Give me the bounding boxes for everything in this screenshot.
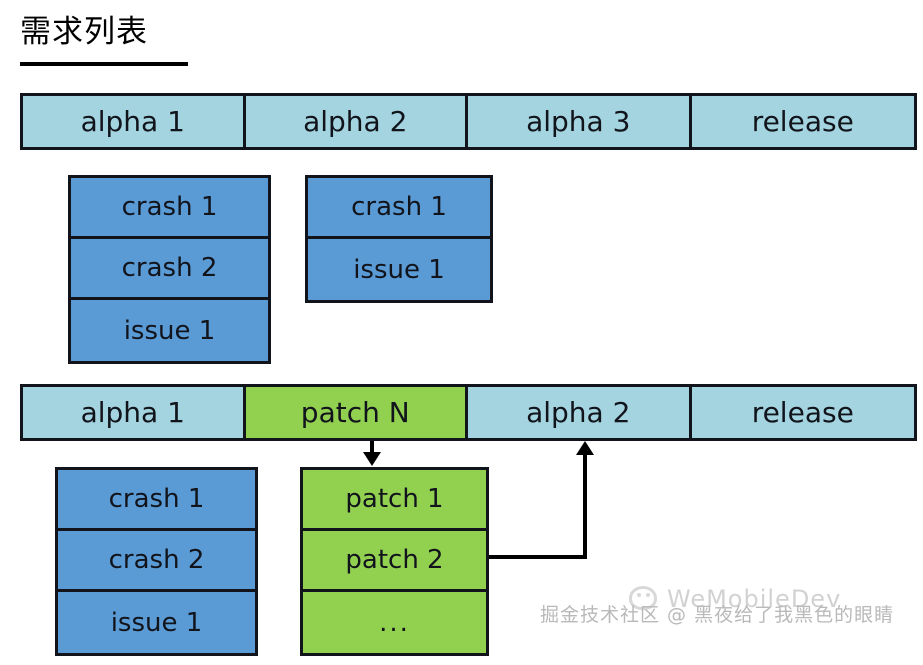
connector-patch2-horizontal: [489, 555, 587, 559]
list-item[interactable]: issue 1: [71, 300, 268, 361]
item-stack-alpha1-top: crash 1 crash 2 issue 1: [68, 175, 271, 364]
list-item-label: crash 1: [121, 192, 218, 222]
title-underline: [20, 62, 188, 66]
timeline-row-top: alpha 1 alpha 2 alpha 3 release: [20, 93, 917, 150]
timeline-row-bottom: alpha 1 patch N alpha 2 release: [20, 384, 917, 441]
list-item-label: crash 2: [121, 253, 218, 283]
watermark-brand: WeMobileDev: [667, 585, 842, 613]
connector-patchn-to-patchlist: [370, 441, 374, 455]
list-item[interactable]: crash 1: [71, 178, 268, 239]
list-item[interactable]: patch 2: [303, 531, 486, 592]
connector-patch2-vertical: [583, 452, 587, 557]
timeline-cell-alpha-2[interactable]: alpha 2: [468, 387, 692, 438]
timeline-cell-alpha-3[interactable]: alpha 3: [468, 96, 692, 147]
list-item[interactable]: crash 2: [71, 239, 268, 300]
item-stack-alpha2-top: crash 1 issue 1: [305, 175, 493, 303]
timeline-cell-release[interactable]: release: [691, 96, 914, 147]
item-stack-alpha1-bottom: crash 1 crash 2 issue 1: [55, 467, 258, 656]
list-item-label: crash 1: [351, 192, 447, 222]
arrowhead-down-icon: [363, 452, 381, 466]
timeline-cell-label: alpha 1: [80, 396, 185, 429]
list-item[interactable]: issue 1: [58, 592, 255, 653]
timeline-cell-alpha-2[interactable]: alpha 2: [245, 96, 468, 147]
item-stack-patch: patch 1 patch 2 ...: [300, 467, 489, 656]
timeline-cell-label: patch N: [300, 396, 410, 429]
list-item-label: issue 1: [110, 607, 203, 638]
list-item[interactable]: issue 1: [308, 239, 490, 300]
list-item[interactable]: crash 2: [58, 531, 255, 592]
page-title: 需求列表: [20, 14, 148, 50]
list-item-label: patch 1: [345, 484, 444, 514]
timeline-cell-release[interactable]: release: [691, 387, 914, 438]
watermark-chinese: 掘金技术社区 @ 黑夜给了我黑色的眼睛: [540, 604, 895, 626]
list-item-label: crash 1: [108, 484, 205, 514]
list-item-label: patch 2: [345, 545, 444, 575]
timeline-cell-label: alpha 2: [303, 105, 408, 138]
list-item-label: ...: [379, 607, 410, 638]
list-item-label: crash 2: [108, 545, 205, 575]
list-item[interactable]: crash 1: [58, 470, 255, 531]
list-item-more[interactable]: ...: [303, 592, 486, 653]
list-item-label: issue 1: [353, 254, 445, 285]
list-item[interactable]: patch 1: [303, 470, 486, 531]
timeline-cell-label: alpha 2: [526, 396, 631, 429]
timeline-cell-patch-n[interactable]: patch N: [245, 387, 468, 438]
timeline-cell-alpha-1[interactable]: alpha 1: [23, 387, 246, 438]
timeline-cell-label: release: [751, 396, 854, 429]
list-item[interactable]: crash 1: [308, 178, 490, 239]
timeline-cell-label: release: [751, 105, 854, 138]
timeline-cell-alpha-1[interactable]: alpha 1: [23, 96, 246, 147]
timeline-cell-label: alpha 3: [526, 105, 631, 138]
wemobiledev-logo-icon: [629, 586, 657, 610]
arrowhead-up-icon: [576, 441, 594, 455]
timeline-cell-label: alpha 1: [80, 105, 185, 138]
list-item-label: issue 1: [123, 315, 216, 346]
